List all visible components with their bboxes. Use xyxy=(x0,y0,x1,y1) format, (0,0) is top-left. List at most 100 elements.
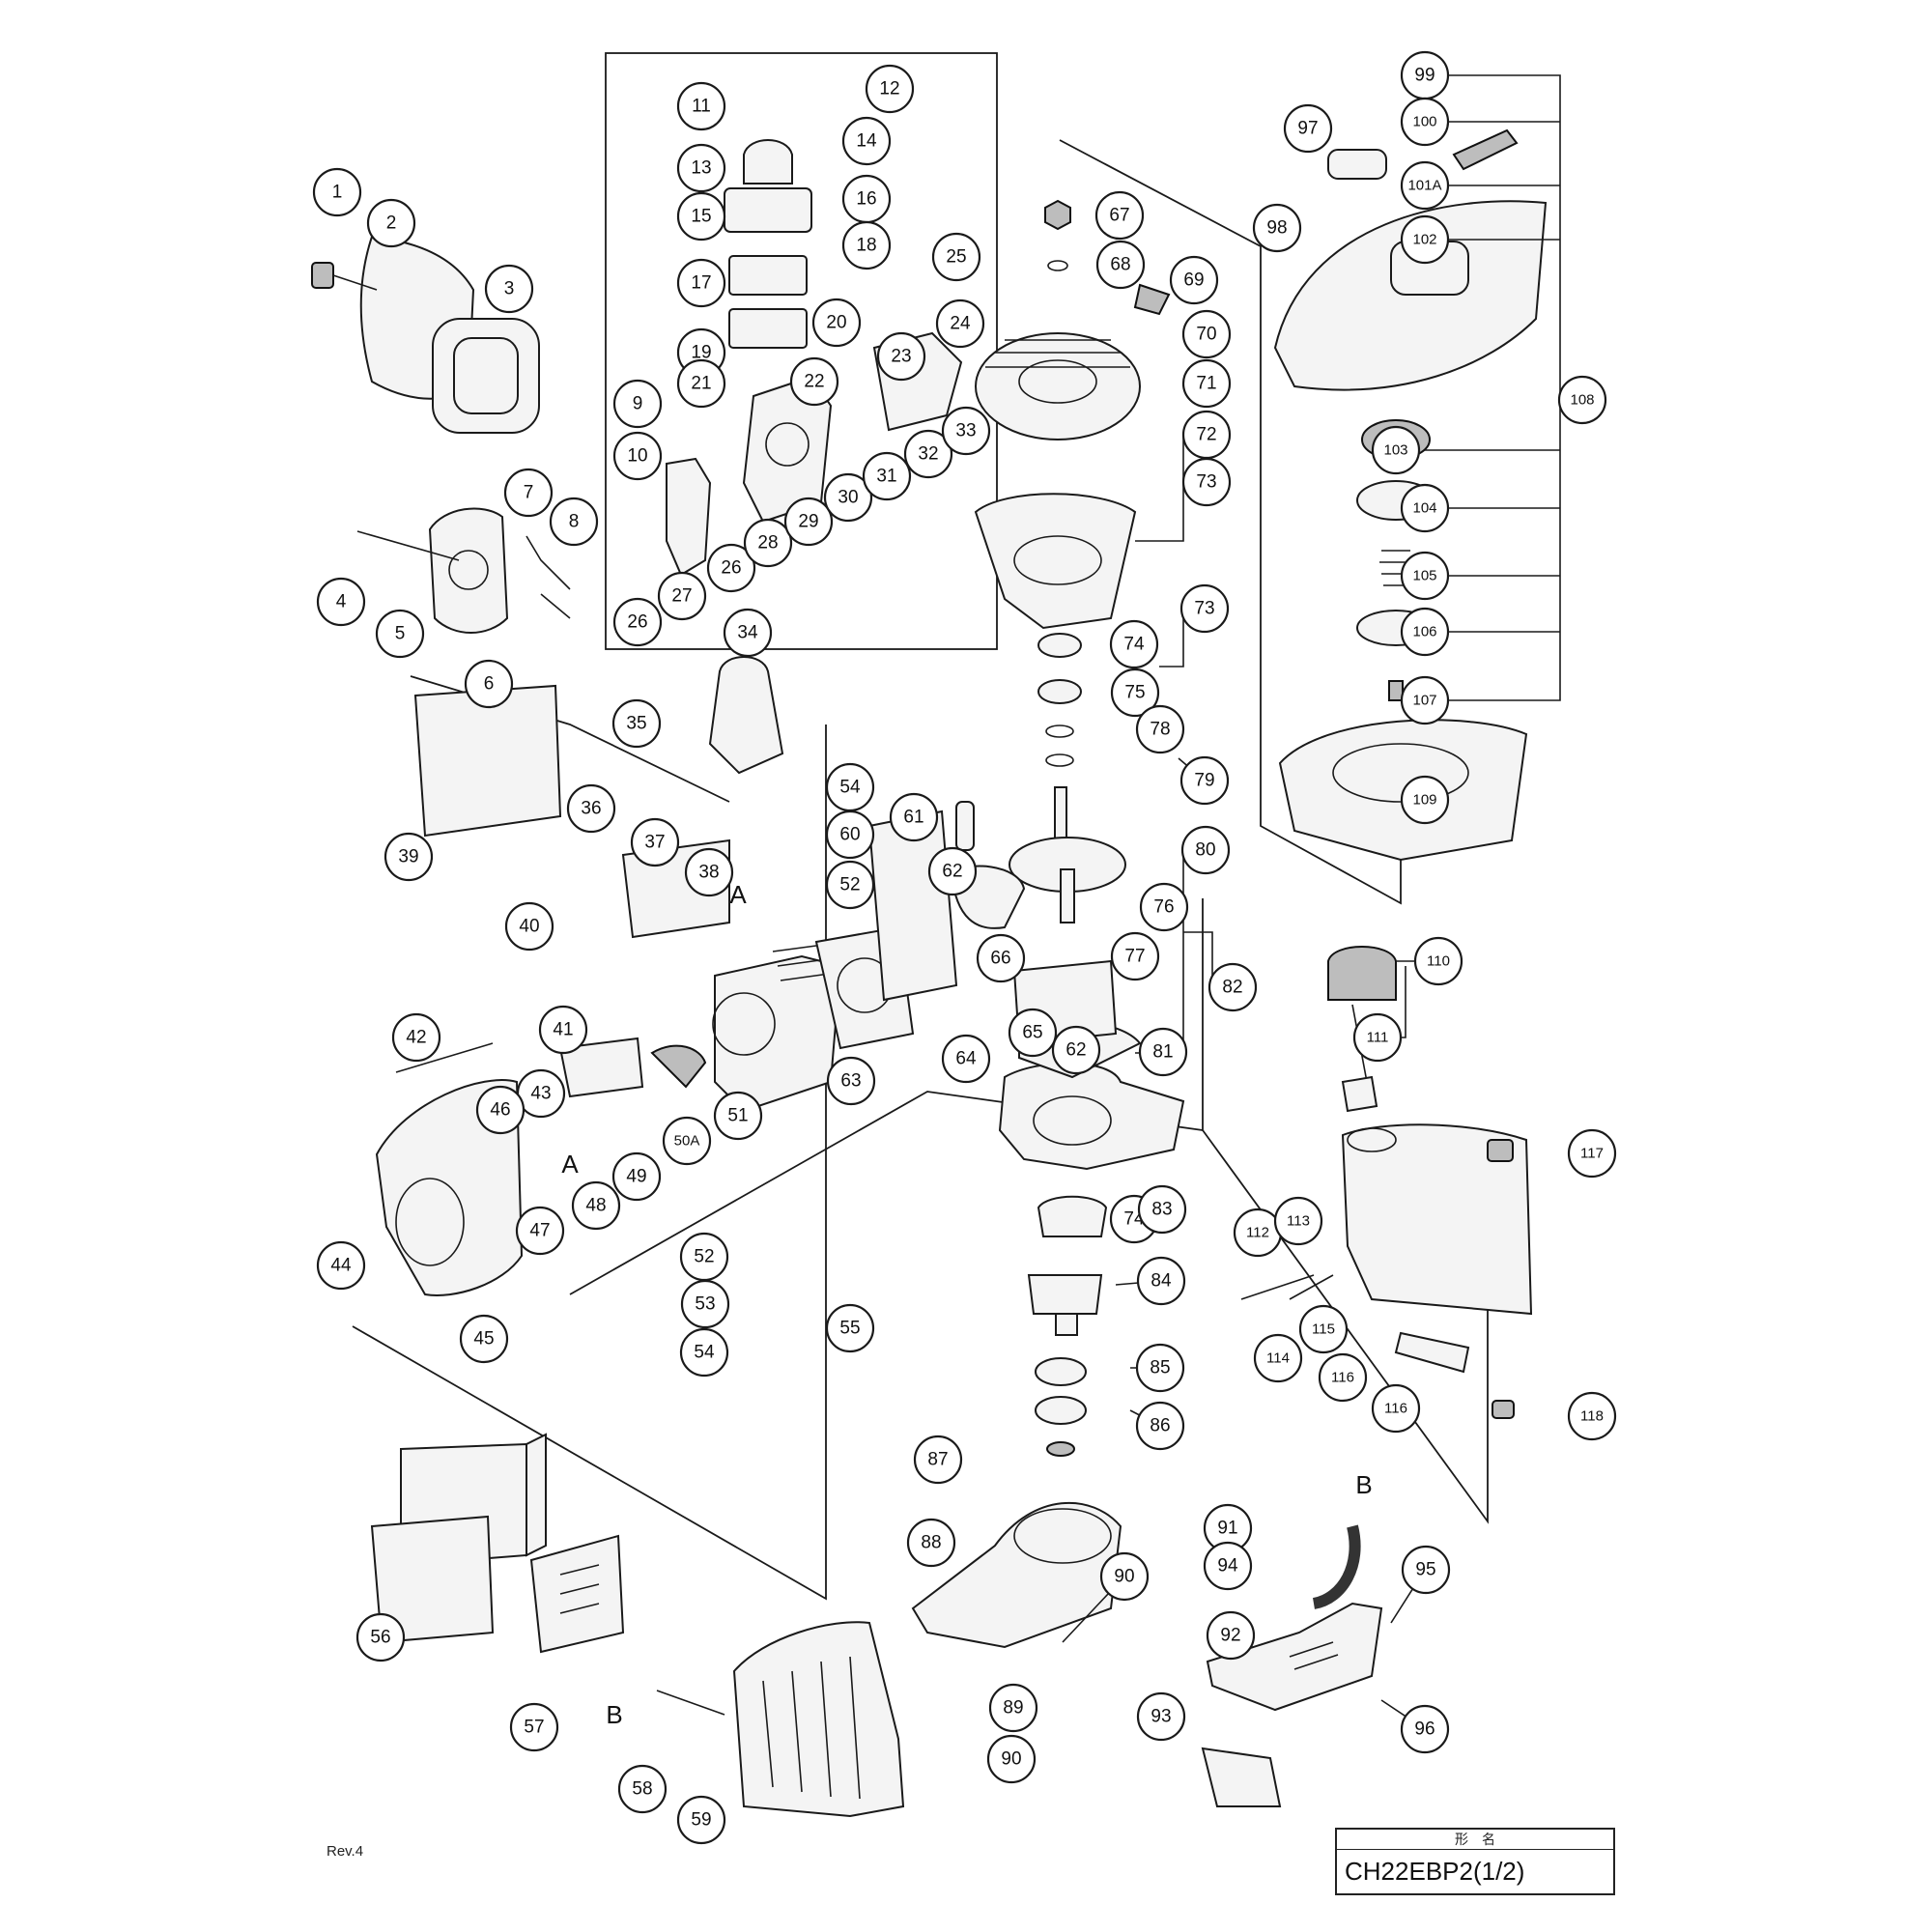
callout-5: 5 xyxy=(375,609,425,659)
svg-text:1: 1 xyxy=(332,183,343,203)
svg-text:37: 37 xyxy=(644,833,665,853)
svg-text:81: 81 xyxy=(1152,1042,1173,1063)
callout-26: 26 xyxy=(706,543,756,593)
callout-20: 20 xyxy=(811,298,862,348)
callout-84: 84 xyxy=(1136,1256,1186,1306)
callout-1: 1 xyxy=(312,167,362,217)
air-filter-part xyxy=(432,318,540,434)
svg-text:79: 79 xyxy=(1194,771,1214,791)
callout-33: 33 xyxy=(941,406,991,456)
svg-text:77: 77 xyxy=(1124,947,1145,967)
svg-text:71: 71 xyxy=(1196,374,1216,394)
callout-28: 28 xyxy=(743,518,793,568)
svg-text:55: 55 xyxy=(839,1319,860,1339)
svg-text:52: 52 xyxy=(839,875,860,895)
callout-115: 115 xyxy=(1298,1304,1349,1354)
callout-13: 13 xyxy=(676,143,726,193)
svg-text:12: 12 xyxy=(879,79,899,99)
callout-108: 108 xyxy=(1557,375,1607,425)
svg-text:5: 5 xyxy=(395,624,406,644)
ignition-coil-part xyxy=(395,1037,707,1098)
callout-66: 66 xyxy=(976,933,1026,983)
callout-7: 7 xyxy=(503,468,554,518)
svg-text:48: 48 xyxy=(585,1196,606,1216)
svg-text:7: 7 xyxy=(524,483,534,503)
callout-111: 111 xyxy=(1352,1012,1403,1063)
callout-51: 51 xyxy=(713,1091,763,1141)
svg-text:49: 49 xyxy=(626,1167,646,1187)
callout-56: 56 xyxy=(355,1612,406,1662)
svg-text:17: 17 xyxy=(691,273,711,294)
callout-95: 95 xyxy=(1401,1545,1451,1595)
svg-text:9: 9 xyxy=(633,394,643,414)
callout-38: 38 xyxy=(684,847,734,897)
svg-text:50A: 50A xyxy=(674,1133,700,1150)
svg-text:42: 42 xyxy=(406,1028,426,1048)
svg-text:26: 26 xyxy=(721,558,741,579)
callout-86: 86 xyxy=(1135,1401,1185,1451)
svg-text:90: 90 xyxy=(1114,1567,1134,1587)
callout-50a: 50A xyxy=(662,1116,712,1166)
svg-text:73: 73 xyxy=(1196,472,1216,493)
reference-mark-a: A xyxy=(561,1150,579,1179)
callout-64: 64 xyxy=(941,1034,991,1084)
svg-text:53: 53 xyxy=(695,1294,715,1315)
callout-14: 14 xyxy=(841,116,892,166)
callout-65: 65 xyxy=(1008,1008,1058,1058)
svg-text:61: 61 xyxy=(903,808,923,828)
svg-text:73: 73 xyxy=(1194,599,1214,619)
svg-text:105: 105 xyxy=(1412,568,1436,584)
flywheel-part xyxy=(975,199,1171,440)
callout-49: 49 xyxy=(611,1151,662,1202)
callout-60: 60 xyxy=(825,810,875,860)
callout-42: 42 xyxy=(391,1012,441,1063)
cleaner-base-part xyxy=(356,507,571,634)
callout-18: 18 xyxy=(841,220,892,270)
svg-text:64: 64 xyxy=(955,1049,977,1069)
callout-61: 61 xyxy=(889,792,939,842)
svg-text:100: 100 xyxy=(1412,114,1436,130)
svg-text:107: 107 xyxy=(1412,693,1436,709)
svg-text:108: 108 xyxy=(1570,392,1594,409)
callout-44: 44 xyxy=(316,1240,366,1291)
svg-text:35: 35 xyxy=(626,714,646,734)
svg-text:85: 85 xyxy=(1150,1358,1170,1378)
svg-text:99: 99 xyxy=(1414,66,1435,86)
svg-text:109: 109 xyxy=(1412,792,1436,809)
svg-text:86: 86 xyxy=(1150,1416,1170,1436)
callout-55: 55 xyxy=(825,1303,875,1353)
muffler-cover-part xyxy=(732,1621,905,1818)
callout-54: 54 xyxy=(825,762,875,812)
callout-72: 72 xyxy=(1181,410,1232,460)
callout-45: 45 xyxy=(459,1314,509,1364)
svg-text:68: 68 xyxy=(1110,255,1130,275)
svg-text:36: 36 xyxy=(581,799,601,819)
svg-text:62: 62 xyxy=(1065,1040,1086,1061)
callout-74: 74 xyxy=(1109,619,1159,669)
callout-11: 11 xyxy=(676,81,726,131)
callout-116: 116 xyxy=(1318,1352,1368,1403)
callout-106: 106 xyxy=(1400,607,1450,657)
revision-label: Rev.4 xyxy=(327,1843,364,1860)
leader-line xyxy=(1425,400,1561,701)
svg-text:56: 56 xyxy=(370,1628,390,1648)
callout-118: 118 xyxy=(1567,1391,1617,1441)
svg-text:113: 113 xyxy=(1287,1213,1310,1230)
svg-text:6: 6 xyxy=(484,674,495,695)
leader-line xyxy=(1425,74,1561,400)
svg-text:46: 46 xyxy=(490,1100,510,1121)
callout-73: 73 xyxy=(1179,583,1230,634)
callout-47: 47 xyxy=(515,1206,565,1256)
clutch-part xyxy=(1027,1195,1108,1457)
callout-98: 98 xyxy=(1252,203,1302,253)
callout-114: 114 xyxy=(1253,1333,1303,1383)
callout-25: 25 xyxy=(931,232,981,282)
svg-text:15: 15 xyxy=(691,207,711,227)
callout-39: 39 xyxy=(384,832,434,882)
svg-text:96: 96 xyxy=(1414,1719,1435,1740)
callout-58: 58 xyxy=(617,1764,668,1814)
svg-text:59: 59 xyxy=(691,1810,711,1831)
